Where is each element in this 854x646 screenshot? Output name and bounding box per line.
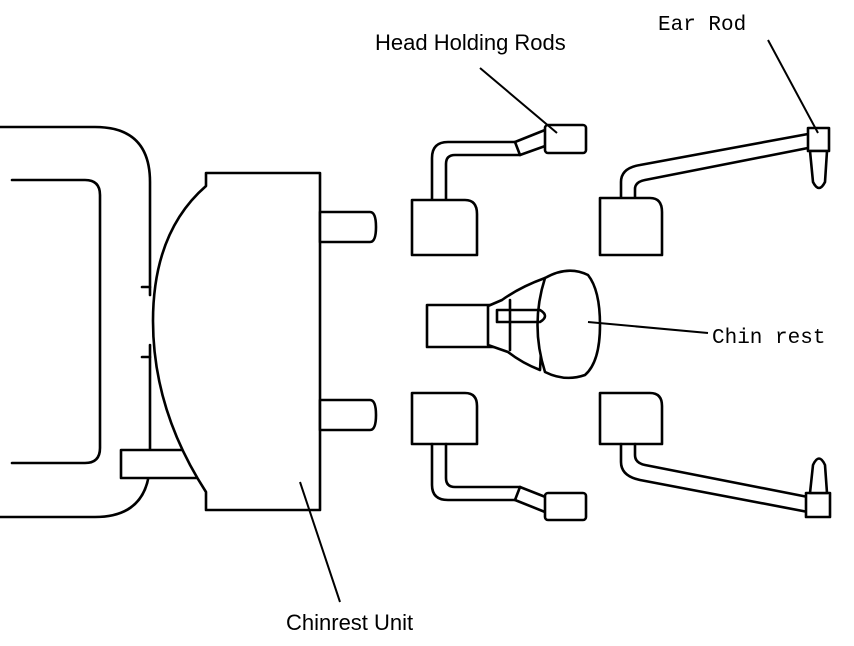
lower-ear-rod — [598, 391, 832, 519]
label-chin-rest: Chin rest — [712, 327, 825, 350]
leader-head-holding-rods — [479, 67, 558, 134]
leader-ear-rod — [767, 39, 819, 134]
label-chinrest-unit: Chinrest Unit — [286, 610, 413, 635]
upper-ear-rod — [598, 126, 831, 257]
chinrest-unit-body — [151, 171, 378, 512]
lower-peg — [318, 398, 378, 432]
upper-peg — [318, 210, 378, 244]
leader-chinrest-unit — [299, 481, 341, 603]
lower-head-holding-rod — [410, 391, 588, 522]
label-head-holding-rods: Head Holding Rods — [375, 30, 566, 55]
label-ear-rod: Ear Rod — [658, 14, 746, 37]
outer-frame — [0, 125, 208, 519]
leader-chin-rest — [587, 321, 709, 334]
upper-head-holding-rod — [410, 123, 588, 257]
chin-rest-assembly — [425, 269, 602, 380]
